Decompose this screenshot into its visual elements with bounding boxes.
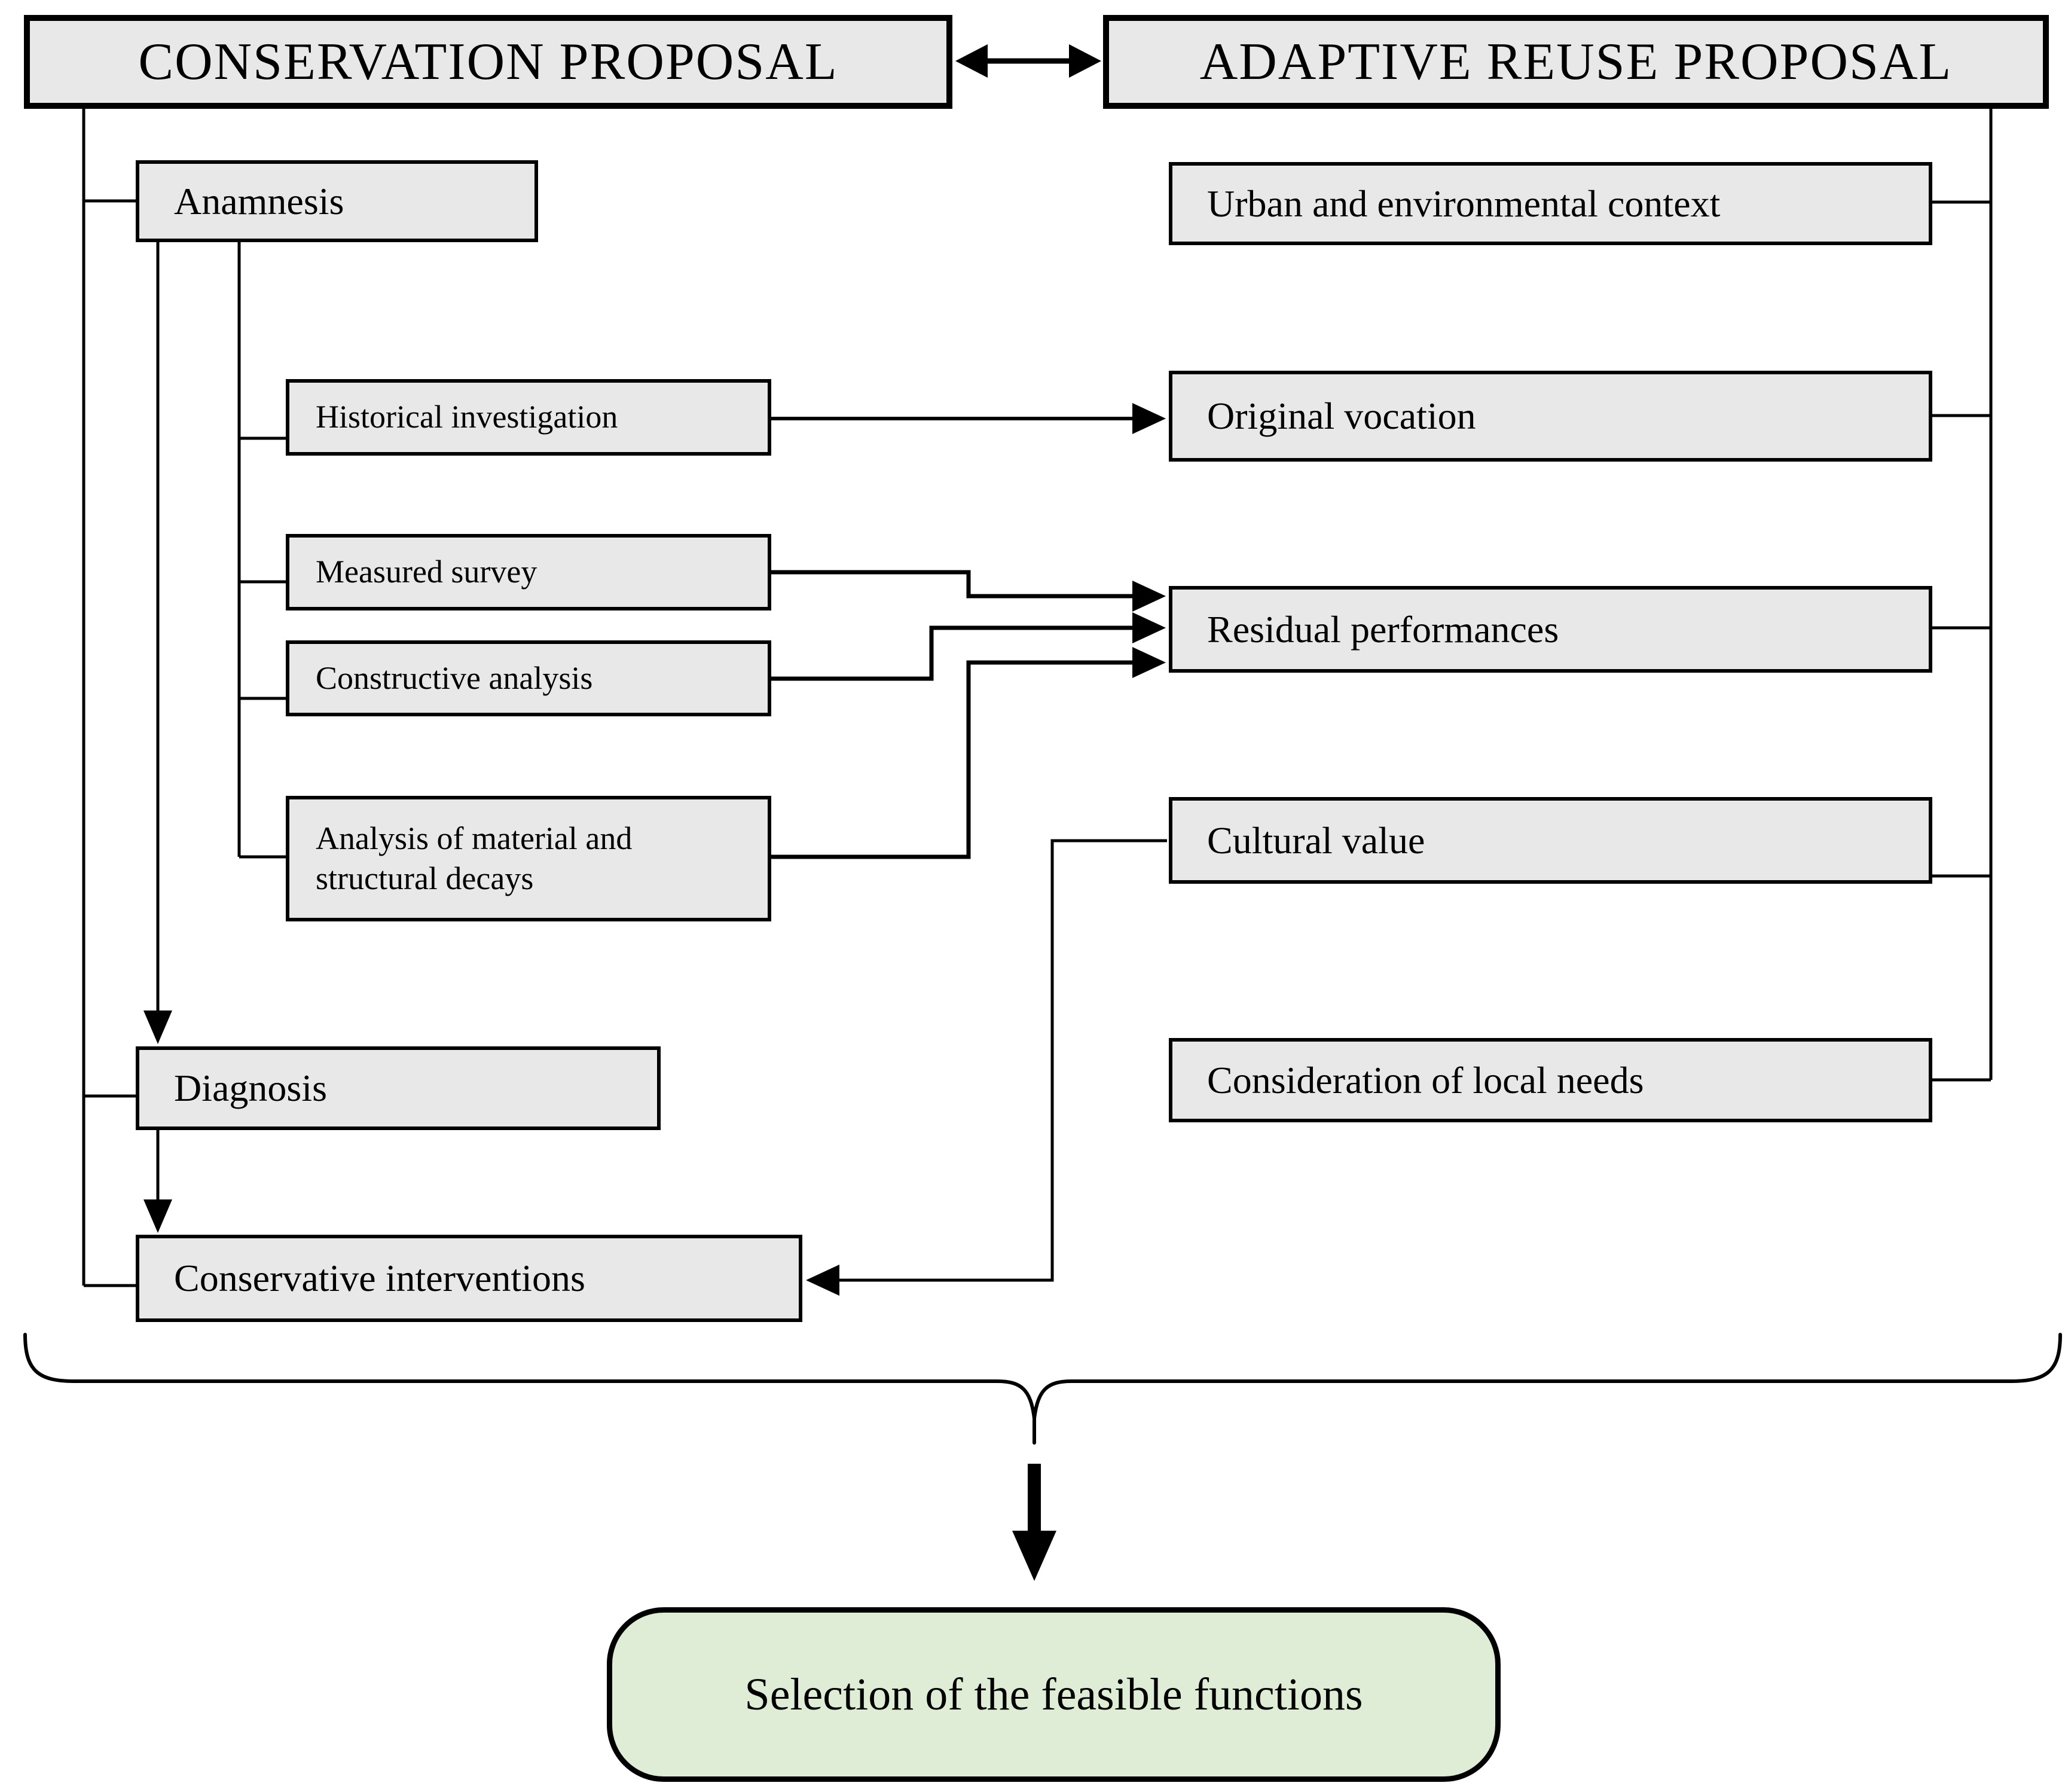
right-rail-connector bbox=[1932, 108, 1993, 1082]
original-vocation-box: Original vocation bbox=[1169, 371, 1932, 462]
result-label: Selection of the feasible functions bbox=[744, 1669, 1363, 1720]
historical-investigation-box: Historical investigation bbox=[286, 379, 771, 456]
conservative-interventions-box: Conservative interventions bbox=[136, 1235, 802, 1322]
anamnesis-to-diagnosis-arrow bbox=[143, 241, 172, 1044]
result-box: Selection of the feasible functions bbox=[607, 1607, 1501, 1782]
anamnesis-box: Anamnesis bbox=[136, 160, 538, 242]
urban-context-label: Urban and environmental context bbox=[1207, 182, 1721, 225]
proposals-double-arrow bbox=[955, 44, 1101, 78]
measured-to-residual-arrow bbox=[771, 570, 1166, 612]
cultural-to-conservative-arrow bbox=[806, 839, 1167, 1296]
diagnosis-to-conservative-arrow bbox=[143, 1130, 172, 1233]
anamnesis-label: Anamnesis bbox=[174, 179, 344, 222]
local-needs-box: Consideration of local needs bbox=[1169, 1038, 1932, 1122]
constructive-to-residual-arrow bbox=[771, 612, 1166, 681]
constructive-analysis-box: Constructive analysis bbox=[286, 640, 771, 716]
underbrace bbox=[23, 1333, 2062, 1445]
cultural-value-box: Cultural value bbox=[1169, 797, 1932, 884]
residual-performances-label: Residual performances bbox=[1207, 607, 1559, 651]
historical-investigation-label: Historical investigation bbox=[316, 399, 618, 435]
left-rail-connector bbox=[82, 109, 138, 1287]
local-needs-label: Consideration of local needs bbox=[1207, 1058, 1644, 1101]
diagnosis-label: Diagnosis bbox=[174, 1067, 327, 1109]
analysis-decays-label: Analysis of material and structural deca… bbox=[316, 820, 633, 897]
anamnesis-branch-rail bbox=[237, 241, 287, 859]
cultural-value-label: Cultural value bbox=[1207, 819, 1425, 862]
conservative-interventions-label: Conservative interventions bbox=[174, 1257, 585, 1299]
measured-survey-label: Measured survey bbox=[316, 554, 537, 590]
urban-context-box: Urban and environmental context bbox=[1169, 162, 1932, 245]
analysis-decays-box: Analysis of material and structural deca… bbox=[286, 796, 771, 921]
adaptive-reuse-proposal-label: ADAPTIVE REUSE PROPOSAL bbox=[1199, 32, 1953, 91]
conservation-proposal-box: CONSERVATION PROPOSAL bbox=[24, 15, 952, 109]
constructive-analysis-label: Constructive analysis bbox=[316, 660, 593, 696]
adaptive-reuse-proposal-box: ADAPTIVE REUSE PROPOSAL bbox=[1103, 15, 2049, 109]
residual-performances-box: Residual performances bbox=[1169, 586, 1932, 673]
big-down-arrow bbox=[1012, 1464, 1056, 1581]
conservation-proposal-label: CONSERVATION PROPOSAL bbox=[138, 32, 838, 91]
original-vocation-label: Original vocation bbox=[1207, 395, 1476, 437]
diagnosis-box: Diagnosis bbox=[136, 1046, 661, 1130]
decays-to-residual-arrow bbox=[771, 647, 1166, 859]
historical-to-original-arrow bbox=[771, 403, 1166, 434]
measured-survey-box: Measured survey bbox=[286, 534, 771, 610]
